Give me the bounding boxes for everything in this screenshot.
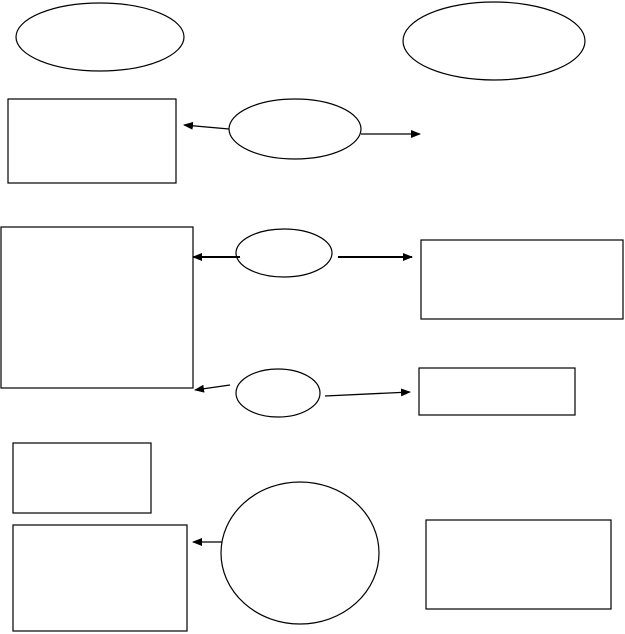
row4-center-ellipse (235, 368, 321, 418)
top-right-ellipse (402, 1, 586, 81)
bottom-right-box (425, 519, 612, 610)
row3-center-ellipse (235, 228, 333, 278)
row4-right-box (418, 367, 576, 416)
arrow-row4-to-right-box (324, 388, 411, 397)
arrow-row4-to-left-box (194, 384, 231, 393)
bottom-circle (220, 481, 380, 625)
top-left-ellipse (15, 2, 185, 72)
row2-left-box (7, 98, 177, 184)
row3-left-box (0, 226, 194, 389)
bottom-upper-left-box (12, 442, 152, 514)
arrow-row2-to-left-box (183, 121, 230, 130)
row3-right-box (420, 239, 624, 320)
bottom-lower-left-box (12, 524, 188, 632)
row2-center-ellipse (228, 98, 362, 160)
